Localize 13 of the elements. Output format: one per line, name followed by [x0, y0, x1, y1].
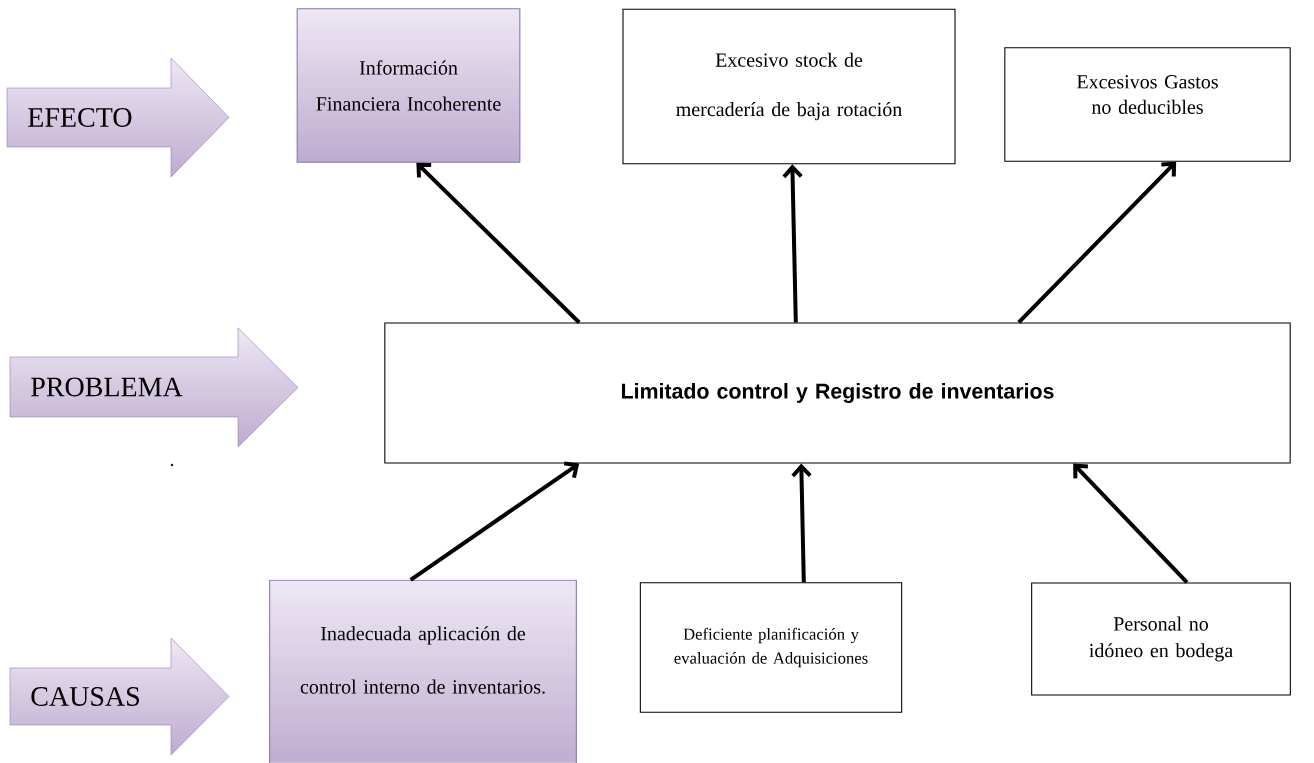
arrow: [1073, 463, 1189, 584]
cause-box: Deficiente planificación y evaluación de Adquisiciones: [639, 582, 903, 713]
arrow: [791, 463, 812, 583]
arrow: [782, 164, 803, 323]
cause-box: Inadecuada aplicación de control interno de inventarios.: [269, 579, 577, 763]
cause-box: Personal no idóneo en bodega: [1031, 582, 1291, 696]
arrow: [416, 162, 581, 324]
problem-box: Limitado control y Registro de inventarios: [384, 322, 1291, 464]
arrow: [1017, 161, 1177, 324]
arrow: [409, 461, 580, 582]
effect-box: Excesivo stock de mercadería de baja rotación: [622, 8, 956, 165]
effect-box: Excesivos Gastos no deducibles: [1004, 47, 1291, 162]
effect-box: Información Financiera Incoherente: [296, 8, 521, 163]
